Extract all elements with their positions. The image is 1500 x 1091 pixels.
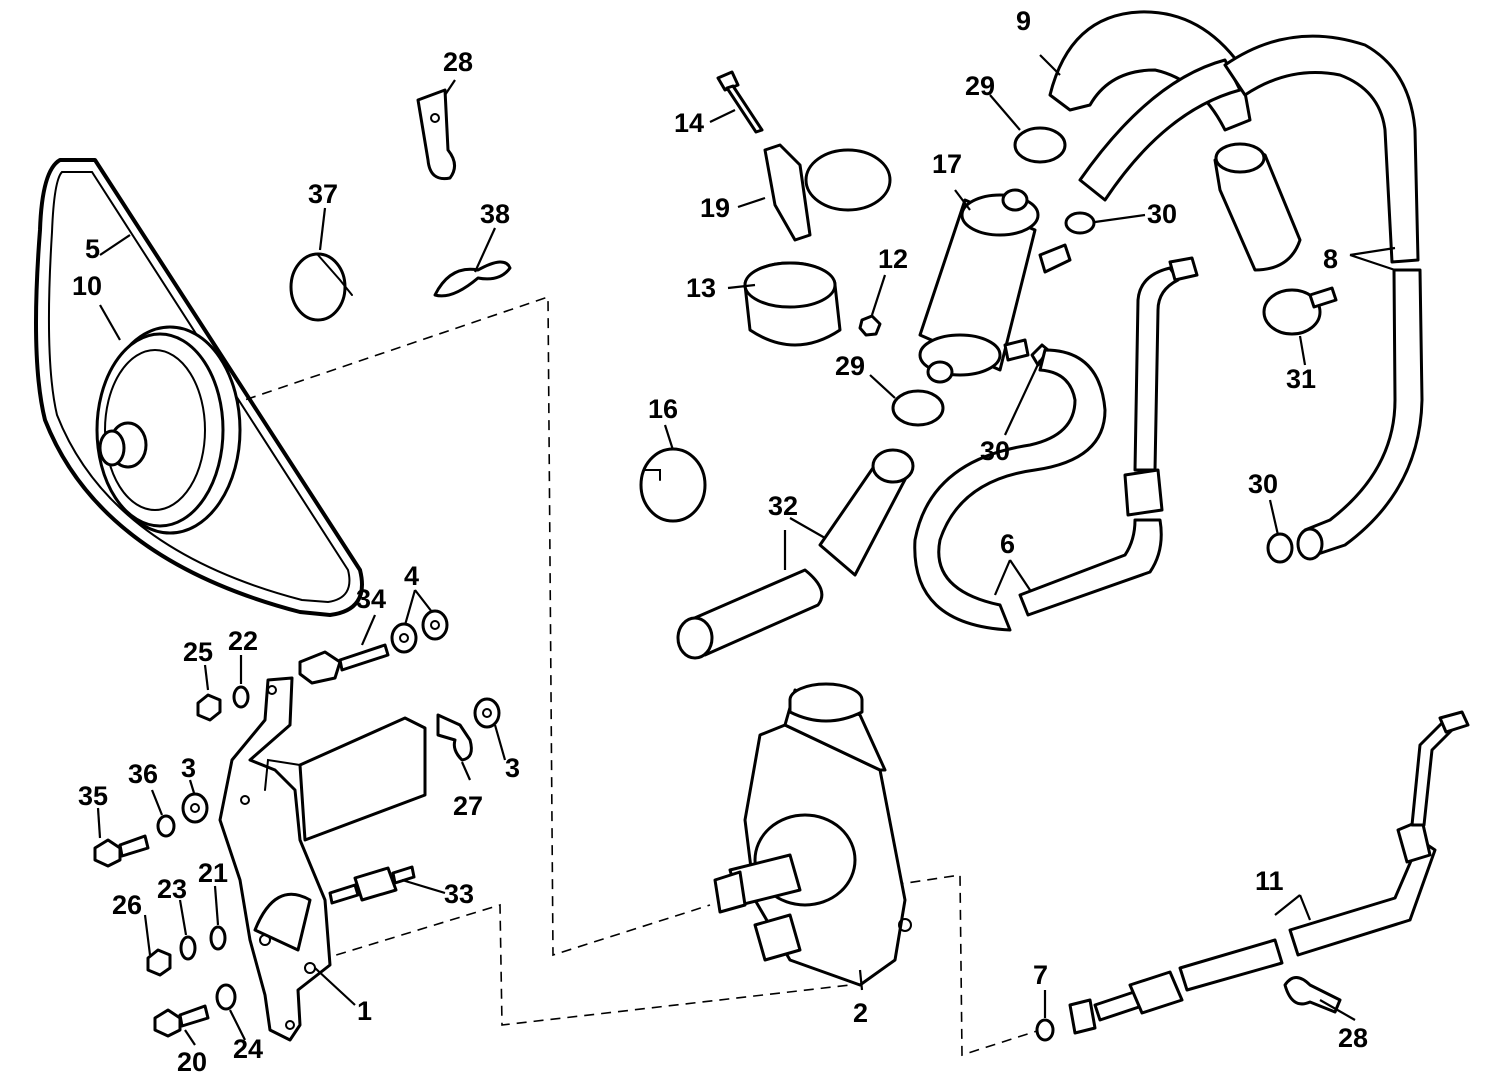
callout-30-mid: 30 [980,436,1010,466]
callout-1: 1 [357,996,372,1026]
callout-27: 27 [453,791,483,821]
callout-17: 17 [932,149,962,179]
hose-clamp-16 [639,447,707,523]
pulley [95,325,242,535]
callout-28-top: 28 [443,47,473,77]
callout-14: 14 [674,108,704,138]
drive-belt [34,158,364,617]
callout-13: 13 [686,273,716,303]
callout-30-top: 30 [1147,199,1177,229]
callout-3-right: 3 [505,753,520,783]
cable-tie [433,260,512,298]
tie-clamp [289,252,353,322]
callout-10: 10 [72,271,102,301]
filter-canister [918,188,1072,384]
callout-7: 7 [1033,960,1048,990]
callout-8: 8 [1323,244,1338,274]
callout-28-bottom: 28 [1338,1023,1368,1053]
callout-5: 5 [85,234,100,264]
small-clip [436,713,473,762]
sleeve [743,261,842,347]
callout-6: 6 [1000,529,1015,559]
callout-34: 34 [356,584,386,614]
nut-12 [858,314,882,337]
callout-24: 24 [233,1034,263,1064]
callout-29-mid: 29 [835,351,865,381]
mounting-bracket [218,676,332,1042]
hose-8 [1223,34,1424,561]
callout-32: 32 [768,491,798,521]
bracket-channel [264,716,427,842]
callout-25: 25 [183,637,213,667]
callout-23: 23 [157,874,187,904]
callout-26: 26 [112,890,142,920]
callout-16: 16 [648,394,678,424]
callout-19: 19 [700,193,730,223]
leader-lines [96,54,1396,1046]
callout-35: 35 [78,781,108,811]
callout-labels: 1 2 3 3 4 5 6 7 8 9 10 11 12 13 14 16 17… [72,6,1368,1077]
small-hardware [93,685,501,1038]
assembly-dashed-lines [229,295,1041,1057]
callout-3-left: 3 [181,753,196,783]
p-clip-top [416,88,456,181]
hose-6 [913,256,1199,632]
callout-9: 9 [1016,6,1031,36]
pressure-line [1068,710,1470,1035]
hose-clamp-31 [1262,286,1338,336]
reservoir-strap [763,143,892,242]
callout-33: 33 [444,879,474,909]
callout-29-top: 29 [965,71,995,101]
bolt-14 [716,70,764,134]
callout-36: 36 [128,759,158,789]
callout-21: 21 [198,858,228,888]
stud [298,643,390,685]
spacer-stud [328,865,416,905]
o-ring [1035,1018,1055,1042]
hose-32 [676,448,915,660]
callout-12: 12 [878,244,908,274]
hose-clamps-29 [891,126,1067,427]
callout-20: 20 [177,1047,207,1077]
callout-37: 37 [308,179,338,209]
callout-31: 31 [1286,364,1316,394]
washers [390,609,449,654]
callout-2: 2 [853,998,868,1028]
power-steering-pump [713,682,912,987]
callout-38: 38 [480,199,510,229]
callout-22: 22 [228,626,258,656]
callout-11: 11 [1255,866,1284,896]
callout-30-right: 30 [1248,469,1278,499]
callout-4: 4 [404,561,419,591]
